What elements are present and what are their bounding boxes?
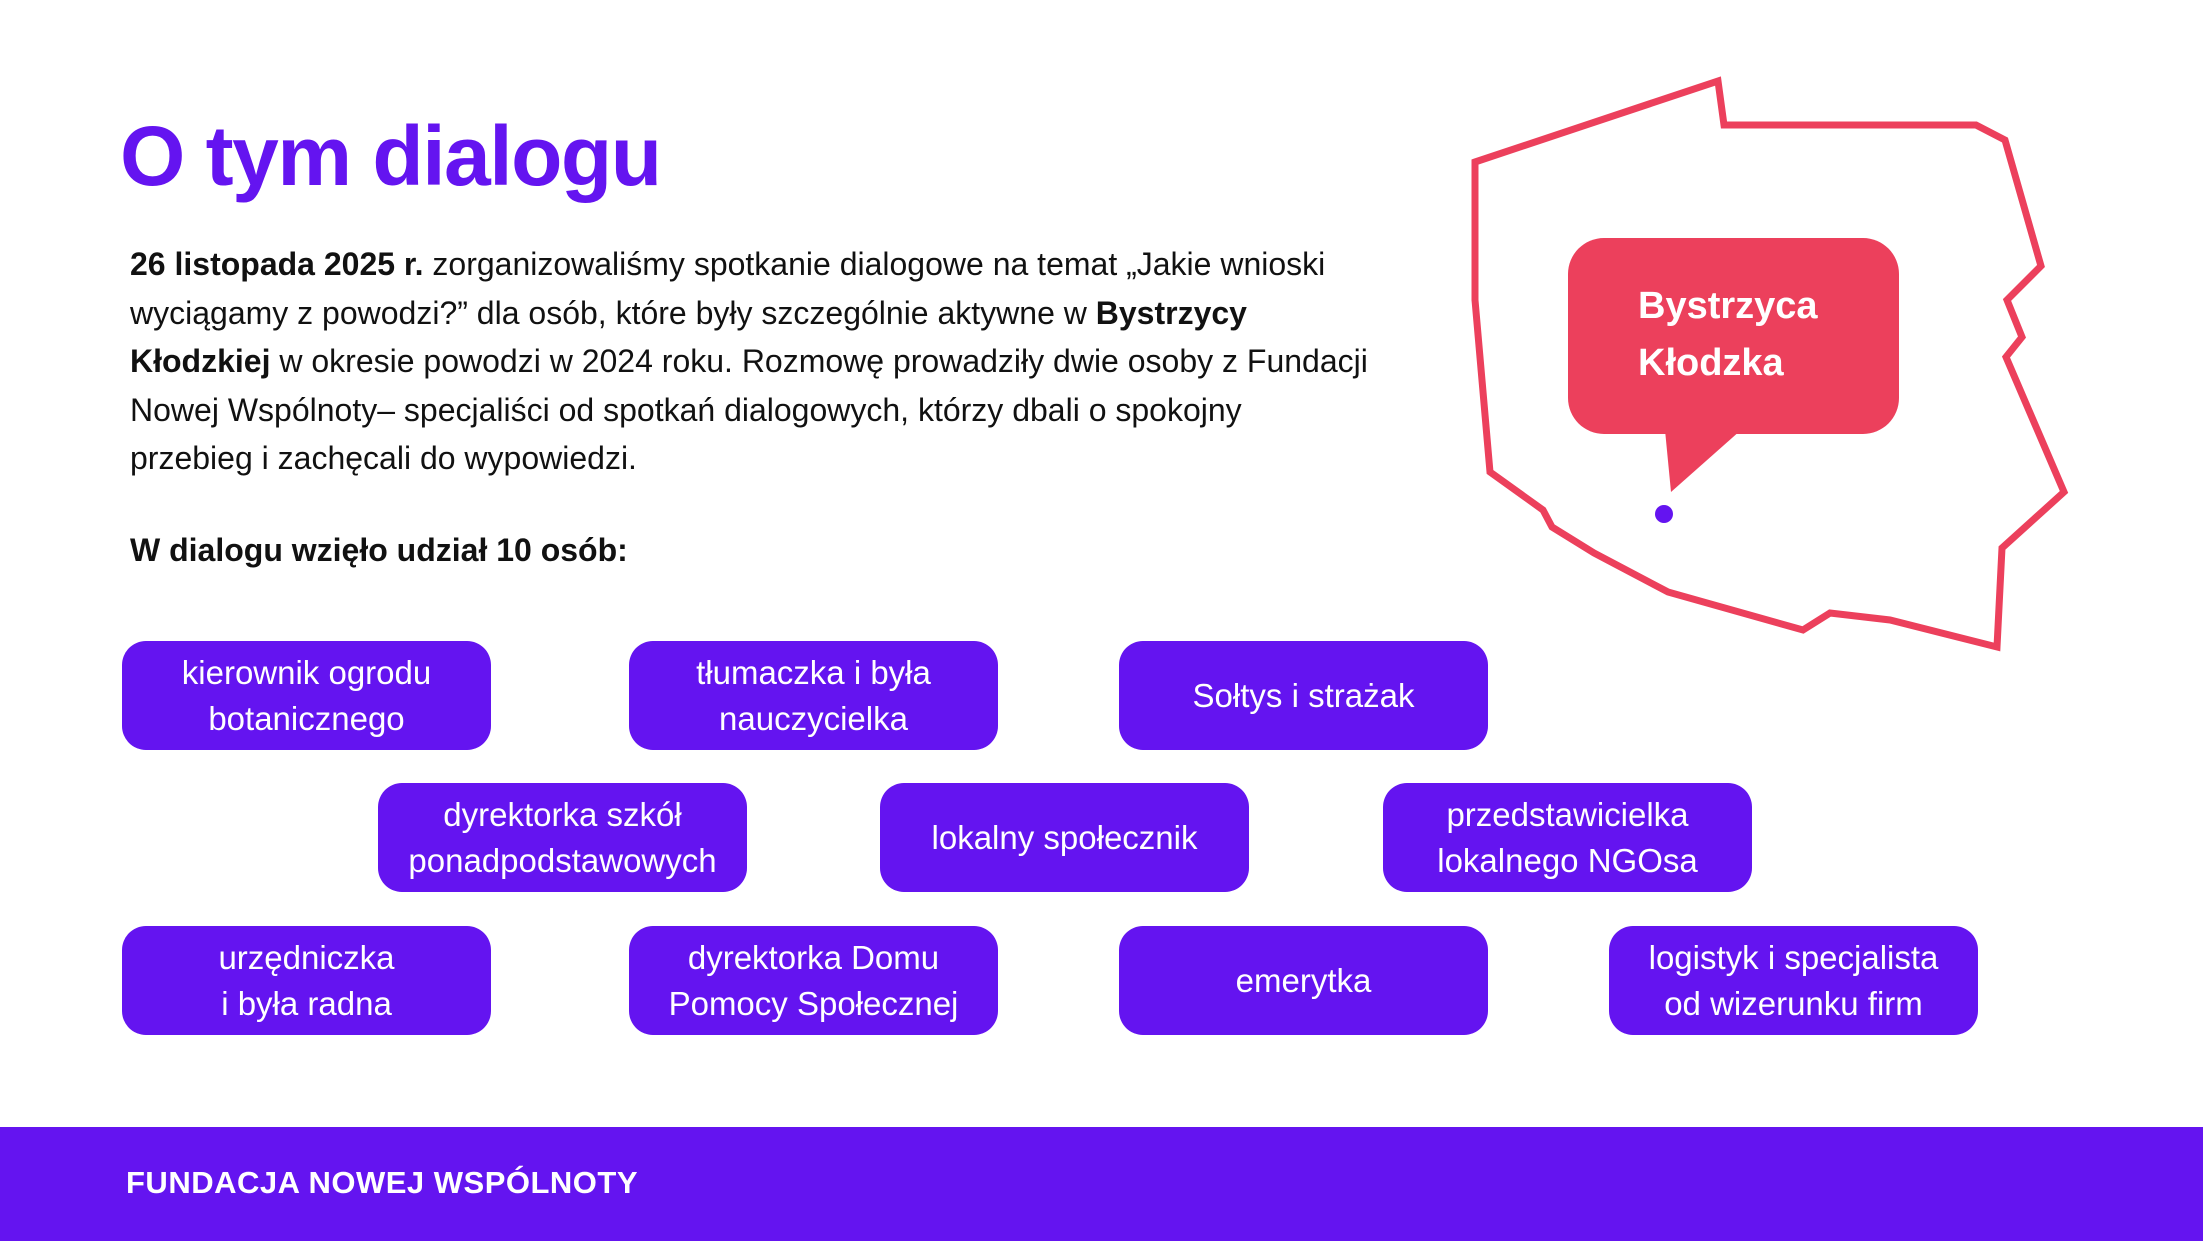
footer-bar: FUNDACJA NOWEJ WSPÓLNOTY <box>0 1127 2203 1241</box>
meeting-date: 26 listopada 2025 r. <box>130 246 424 282</box>
intro-text-part-2: w okresie powodzi w 2024 roku. Rozmowę p… <box>130 343 1368 476</box>
meeting-place: Bystrzycy Kłodzkiej <box>130 294 1247 380</box>
participant-tag: emerytka <box>1119 926 1488 1035</box>
location-label-line-1: Bystrzyca <box>1638 285 1818 327</box>
location-label-line-2: Kłodzka <box>1638 342 1784 384</box>
intro-paragraph: 26 listopada 2025 r. zorganizowaliśmy sp… <box>130 240 1370 483</box>
location-label-bubble: Bystrzyca Kłodzka <box>1568 238 1899 434</box>
participant-tag: lokalny społecznik <box>880 783 1249 892</box>
page-title: O tym dialogu <box>120 109 662 203</box>
location-dot-icon <box>1655 505 1673 523</box>
intro-text-part-1: zorganizowaliśmy spotkanie dialogowe na … <box>130 246 1326 331</box>
poland-map-icon <box>1471 76 2069 652</box>
bubble-tail-icon <box>1665 430 1741 492</box>
participants-heading: W dialogu wzięło udział 10 osób: <box>130 532 628 568</box>
footer-logo: FUNDACJA NOWEJ WSPÓLNOTY <box>126 1165 639 1200</box>
participant-tag: Sołtys i strażak <box>1119 641 1488 750</box>
